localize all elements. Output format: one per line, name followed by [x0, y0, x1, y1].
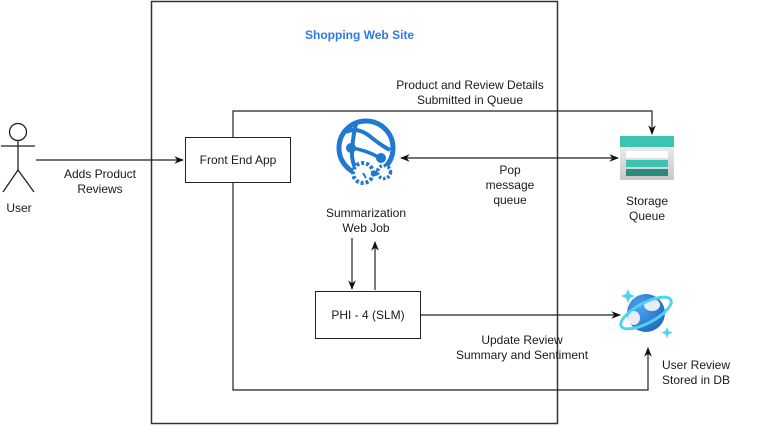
node-label-line: Summarization	[325, 206, 407, 220]
user-label: User	[6, 201, 32, 215]
node-label-line: Queue	[628, 209, 666, 223]
edge-label-line: Reviews	[77, 182, 123, 196]
web-job-label: Summarization Web Job	[311, 206, 421, 236]
edge-label-update-review: Update Review Summary and Sentiment	[437, 333, 607, 363]
storage-queue-icon	[620, 136, 674, 180]
edge-label-line: Pop	[499, 163, 521, 177]
storage-queue-label: Storage Queue	[617, 194, 677, 224]
edge-label-line: Summary and Sentiment	[455, 348, 589, 362]
front-end-app-node[interactable]: Front End App	[185, 137, 291, 183]
cosmos-db-label: User Review Stored in DB	[662, 358, 748, 388]
node-label-line: Storage	[625, 194, 669, 208]
edge-label-submitted-queue: Product and Review Details Submitted in …	[380, 78, 560, 108]
edge-label-line: message	[485, 178, 535, 192]
edge-label-line: Adds Product	[63, 167, 137, 181]
edge-label-line: Product and Review Details	[396, 78, 544, 92]
phi-4-slm-node[interactable]: PHI - 4 (SLM)	[315, 291, 421, 339]
edge-label-line: Submitted in Queue	[416, 93, 524, 107]
edge-frontend-to-queue	[232, 110, 656, 137]
user-actor-icon	[1, 122, 35, 193]
container-title: Shopping Web Site	[305, 28, 415, 42]
edge-label-pop-message: Pop message queue	[480, 163, 540, 208]
edge-label-line: Update Review	[481, 333, 563, 347]
node-label-line: Stored in DB	[662, 373, 731, 387]
web-job-globe-gear-icon	[336, 118, 396, 185]
edge-label-adds-reviews: Adds Product Reviews	[50, 167, 150, 197]
node-label-line: Web Job	[342, 221, 390, 235]
edge-label-line: queue	[493, 193, 527, 207]
cosmos-db-icon	[619, 289, 673, 339]
shopping-site-container	[150, 0, 559, 425]
node-label-line: User Review	[662, 358, 731, 372]
edge-frontend-to-db	[232, 183, 652, 391]
